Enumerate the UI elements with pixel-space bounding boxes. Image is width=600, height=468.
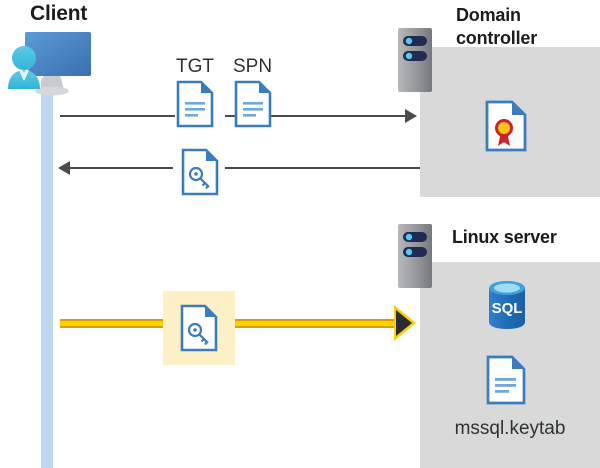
keytab-document-icon — [486, 355, 526, 405]
kerberos-arrow-head — [396, 310, 412, 336]
tgt-document-icon — [176, 80, 214, 128]
client-lifeline — [41, 78, 53, 468]
spn-label: SPN — [233, 56, 273, 77]
request-arrow-head — [405, 109, 417, 123]
response-arrow-head — [58, 161, 70, 175]
keytab-filename-label: mssql.keytab — [454, 418, 566, 439]
request-arrow-line-left — [60, 115, 175, 117]
domain-controller-rack-icon — [398, 28, 432, 92]
sql-badge-text: SQL — [492, 300, 523, 317]
request-arrow-line-right — [225, 115, 409, 117]
client-computer-user-icon — [4, 26, 96, 102]
response-arrow-line-left — [60, 167, 173, 169]
response-arrow-line-right — [225, 167, 420, 169]
linux-server-rack-icon — [398, 224, 432, 288]
sql-database-icon: SQL — [483, 279, 531, 331]
spn-document-icon — [234, 80, 272, 128]
key-document-icon — [181, 148, 219, 196]
domain-controller-title: Domain controller — [456, 5, 538, 48]
linux-server-title: Linux server — [452, 227, 557, 247]
kerberos-arrow-line-right — [228, 319, 404, 328]
client-title: Client — [30, 2, 88, 25]
certificate-document-icon — [485, 100, 527, 152]
kerberos-key-document-icon — [180, 304, 218, 352]
kerberos-arrow-line-left — [60, 319, 170, 328]
tgt-label: TGT — [176, 56, 214, 77]
